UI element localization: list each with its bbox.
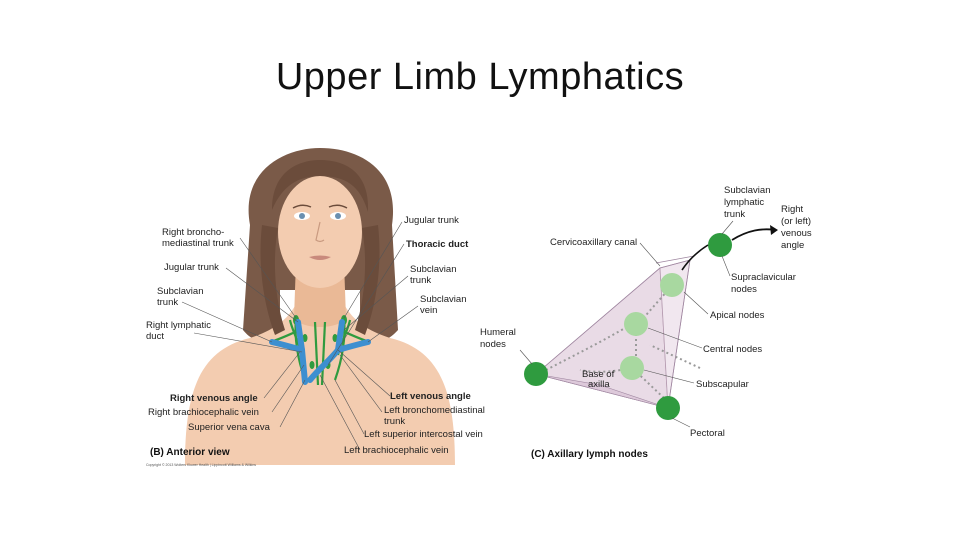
mouth xyxy=(309,255,331,260)
label-subclavian-vein-1: Subclavian xyxy=(420,294,466,305)
label-right-lymphatic-duct-1: Right lymphatic xyxy=(146,320,211,331)
label-subclavian-trunk-left-2: trunk xyxy=(410,275,431,286)
label-left-brachiocephalic-vein: Left brachiocephalic vein xyxy=(344,445,449,456)
label-base-of-axilla-1: Base of xyxy=(582,369,615,380)
label-right-bronchomediastinal-trunk-2: mediastinal trunk xyxy=(162,238,234,249)
label-superior-vena-cava: Superior vena cava xyxy=(188,422,271,433)
label-subclavian-trunk-right-2: trunk xyxy=(157,297,178,308)
left-eyebrow xyxy=(328,204,348,209)
label-jugular-trunk-left: Jugular trunk xyxy=(404,215,459,226)
label-subclavian-trunk-right-1: Subclavian xyxy=(157,286,203,297)
label-right-brachiocephalic-vein: Right brachiocephalic vein xyxy=(148,407,259,418)
panel-b-illustration xyxy=(185,148,455,465)
arrowhead-venous-angle xyxy=(770,225,778,235)
label-pectoral: Pectoral xyxy=(690,428,725,439)
caption-anterior-view: (B) Anterior view xyxy=(150,447,230,458)
label-right-bronchomediastinal-trunk-1: Right broncho- xyxy=(162,227,224,238)
label-venous-angle-2: (or left) xyxy=(781,216,811,227)
pectoral-node xyxy=(656,396,680,420)
label-left-venous-angle: Left venous angle xyxy=(390,391,471,402)
label-thoracic-duct: Thoracic duct xyxy=(406,239,469,250)
label-right-venous-angle: Right venous angle xyxy=(170,393,258,404)
label-apical-nodes: Apical nodes xyxy=(710,310,765,321)
arrow-to-supraclavicular xyxy=(681,244,709,271)
humeral-node xyxy=(524,362,548,386)
caption-axillary-lymph-nodes: (C) Axillary lymph nodes xyxy=(531,449,648,460)
hair-front xyxy=(272,160,369,212)
slide-title: Upper Limb Lymphatics xyxy=(275,56,685,98)
label-subclavian-trunk-left-1: Subclavian xyxy=(410,264,456,275)
apical-node xyxy=(660,273,684,297)
right-iris xyxy=(299,213,305,219)
veins xyxy=(269,319,371,385)
panel-c-leader-lines xyxy=(519,220,734,428)
label-jugular-trunk-right: Jugular trunk xyxy=(164,262,219,273)
label-left-bronchomediastinal-trunk-2: trunk xyxy=(384,416,405,427)
label-cervicoaxillary-canal: Cervicoaxillary canal xyxy=(550,237,637,248)
pyramid-base xyxy=(535,373,669,409)
arrow-to-venous-angle xyxy=(731,228,777,241)
right-eyebrow xyxy=(292,204,312,209)
left-iris xyxy=(335,213,341,219)
label-supraclavicular-nodes-1: Supraclavicular xyxy=(731,272,796,283)
label-venous-angle-1: Right xyxy=(781,204,804,215)
panel-b-leader-lines xyxy=(181,221,419,451)
central-node xyxy=(624,312,648,336)
label-subclavian-lymphatic-trunk-1: Subclavian xyxy=(724,185,770,196)
panel-c-illustration xyxy=(524,225,778,420)
label-humeral-nodes-1: Humeral xyxy=(480,327,516,338)
label-humeral-nodes-2: nodes xyxy=(480,339,506,350)
face xyxy=(278,176,362,288)
nose xyxy=(315,221,325,243)
label-subclavian-lymphatic-trunk-3: trunk xyxy=(724,209,745,220)
label-subclavian-vein-2: vein xyxy=(420,305,437,316)
canal-top-edge xyxy=(655,255,695,264)
label-venous-angle-4: angle xyxy=(781,240,804,251)
label-left-superior-intercostal-vein: Left superior intercostal vein xyxy=(364,429,483,440)
label-supraclavicular-nodes-2: nodes xyxy=(731,284,757,295)
label-central-nodes: Central nodes xyxy=(703,344,762,355)
torso xyxy=(185,300,455,465)
label-subscapular: Subscapular xyxy=(696,379,749,390)
subscapular-node xyxy=(620,356,644,380)
supraclavicular-node xyxy=(708,233,732,257)
label-left-bronchomediastinal-trunk-1: Left bronchomediastinal xyxy=(384,405,485,416)
label-venous-angle-3: venous xyxy=(781,228,812,239)
label-base-of-axilla-2: axilla xyxy=(588,379,610,390)
label-right-lymphatic-duct-2: duct xyxy=(146,331,164,342)
label-subclavian-lymphatic-trunk-2: lymphatic xyxy=(724,197,764,208)
copyright-note: Copyright © 2013 Wolters Kluwer Health |… xyxy=(146,463,256,467)
